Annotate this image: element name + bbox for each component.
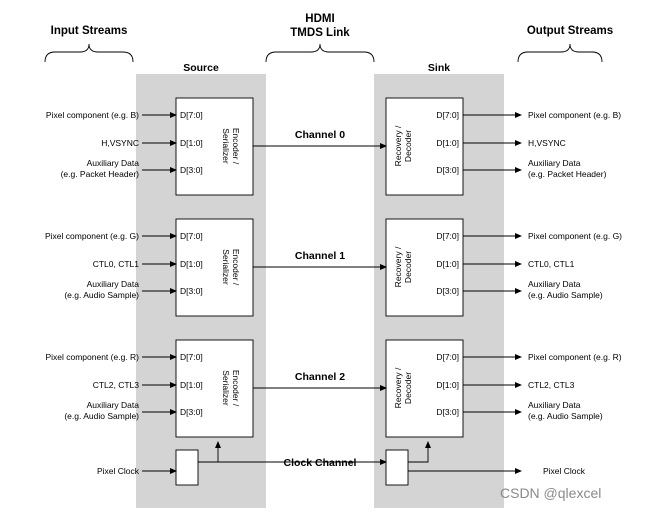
decoder-label-line1: Recovery /	[393, 125, 403, 166]
dec-pin-d1: D[1:0]	[436, 138, 459, 148]
source-clock-box	[175, 449, 199, 486]
link-brace	[265, 43, 375, 63]
input-aux-label: Auxiliary Data	[87, 400, 140, 410]
output-aux-detail-label: (e.g. Packet Header)	[528, 169, 607, 179]
encoder-label-line1: Encoder /	[231, 370, 241, 407]
dec-pin-d7: D[7:0]	[436, 231, 459, 241]
encoder-label-line2: Serializer	[221, 128, 231, 164]
output-ctl-label: H,VSYNC	[528, 138, 566, 148]
input-aux-label: Auxiliary Data	[87, 279, 140, 289]
output-brace	[517, 43, 603, 63]
enc-pin-d7: D[7:0]	[180, 110, 203, 120]
sink-label: Sink	[428, 62, 450, 74]
channel-label: Channel 1	[295, 250, 345, 262]
dec-pin-d3: D[3:0]	[436, 286, 459, 296]
source-label: Source	[183, 62, 219, 74]
dec-pin-d7: D[7:0]	[436, 352, 459, 362]
enc-pin-d3: D[3:0]	[180, 407, 203, 417]
clock-channel-label: Clock Channel	[284, 457, 357, 469]
sink-clock-box	[385, 449, 409, 486]
output-aux-label: Auxiliary Data	[528, 400, 581, 410]
link-heading-line2: TMDS Link	[290, 27, 350, 39]
encoder-box	[175, 339, 254, 438]
dec-pin-d1: D[1:0]	[436, 380, 459, 390]
output-streams-heading: Output Streams	[527, 25, 613, 37]
enc-pin-d3: D[3:0]	[180, 165, 203, 175]
channel-label: Channel 2	[295, 371, 345, 383]
clock-row: Pixel Clock Clock Channel Pixel Clock	[97, 441, 586, 486]
output-ctl-label: CTL2, CTL3	[528, 380, 575, 390]
output-aux-label: Auxiliary Data	[528, 158, 581, 168]
input-pixel-label: Pixel component (e.g. G)	[45, 231, 139, 241]
input-pixel-label: Pixel component (e.g. B)	[46, 110, 139, 120]
encoder-box	[175, 218, 254, 317]
dec-pin-d3: D[3:0]	[436, 165, 459, 175]
channel-label: Channel 0	[295, 129, 345, 141]
input-aux-label: Auxiliary Data	[87, 158, 140, 168]
enc-pin-d7: D[7:0]	[180, 231, 203, 241]
encoder-box	[175, 97, 254, 196]
decoder-box	[385, 218, 464, 317]
dec-pin-d3: D[3:0]	[436, 407, 459, 417]
output-pixel-label: Pixel component (e.g. B)	[528, 110, 621, 120]
clock-input-label: Pixel Clock	[97, 466, 140, 476]
input-aux-detail-label: (e.g. Audio Sample)	[64, 411, 139, 421]
output-pixel-label: Pixel component (e.g. R)	[528, 352, 622, 362]
output-aux-label: Auxiliary Data	[528, 279, 581, 289]
dec-pin-d7: D[7:0]	[436, 110, 459, 120]
input-streams-heading: Input Streams	[51, 25, 128, 37]
decoder-label-line1: Recovery /	[393, 246, 403, 287]
input-ctl-label: CTL2, CTL3	[93, 380, 140, 390]
input-ctl-label: H,VSYNC	[101, 138, 139, 148]
input-ctl-label: CTL0, CTL1	[93, 259, 140, 269]
channel-group-0: D[7:0] D[1:0] D[3:0] Encoder / Serialize…	[46, 97, 621, 196]
decoder-label-line2: Decoder	[403, 251, 413, 283]
input-brace	[44, 43, 134, 63]
input-pixel-label: Pixel component (e.g. R)	[45, 352, 139, 362]
enc-pin-d1: D[1:0]	[180, 138, 203, 148]
channel-group-1: D[7:0] D[1:0] D[3:0] Encoder / Serialize…	[45, 218, 622, 317]
output-aux-detail-label: (e.g. Audio Sample)	[528, 290, 603, 300]
input-aux-detail-label: (e.g. Packet Header)	[61, 169, 140, 179]
enc-pin-d1: D[1:0]	[180, 259, 203, 269]
channel-group-2: D[7:0] D[1:0] D[3:0] Encoder / Serialize…	[45, 339, 622, 438]
dec-pin-d1: D[1:0]	[436, 259, 459, 269]
output-pixel-label: Pixel component (e.g. G)	[528, 231, 622, 241]
encoder-label-line1: Encoder /	[231, 128, 241, 165]
clock-output-label: Pixel Clock	[543, 466, 586, 476]
watermark: CSDN @qlexcel	[500, 485, 601, 501]
decoder-label-line2: Decoder	[403, 372, 413, 404]
enc-pin-d3: D[3:0]	[180, 286, 203, 296]
decoder-label-line2: Decoder	[403, 130, 413, 162]
encoder-label-line2: Serializer	[221, 370, 231, 406]
link-heading-line1: HDMI	[305, 13, 334, 25]
output-aux-detail-label: (e.g. Audio Sample)	[528, 411, 603, 421]
decoder-label-line1: Recovery /	[393, 367, 403, 408]
enc-pin-d7: D[7:0]	[180, 352, 203, 362]
output-ctl-label: CTL0, CTL1	[528, 259, 575, 269]
encoder-label-line1: Encoder /	[231, 249, 241, 286]
enc-pin-d1: D[1:0]	[180, 380, 203, 390]
encoder-label-line2: Serializer	[221, 249, 231, 285]
input-aux-detail-label: (e.g. Audio Sample)	[64, 290, 139, 300]
